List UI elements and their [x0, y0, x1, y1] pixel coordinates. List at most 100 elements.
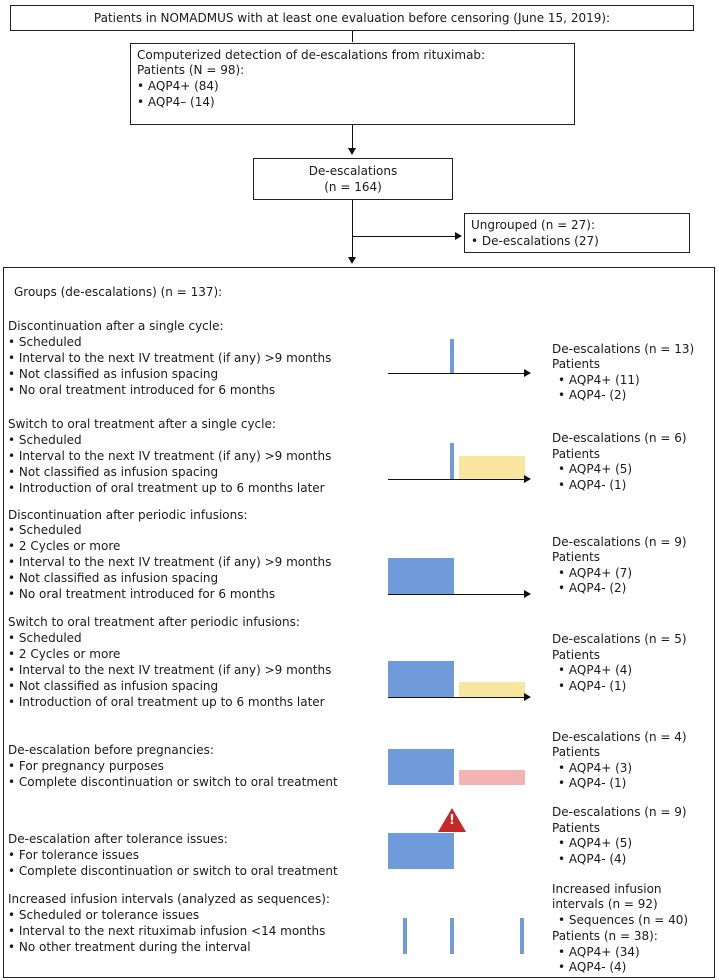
result-line: • AQP4+ (3): [558, 761, 633, 775]
group-bullet: • No oral treatment introduced for 6 mon…: [8, 383, 276, 397]
result-line: Patients: [552, 447, 601, 461]
group-bullet: • Interval to the next IV treatment (if …: [8, 351, 332, 365]
oral-treatment-bar: [459, 682, 525, 697]
group-heading: Increased infusion intervals (analyzed a…: [8, 892, 330, 906]
connector: [352, 31, 353, 42]
result-line: Patients: [552, 648, 601, 662]
group-bullet: • Introduction of oral treatment up to 6…: [8, 695, 325, 709]
group-bullet: • Scheduled or tolerance issues: [8, 908, 200, 922]
result-line: • AQP4+ (5): [558, 462, 633, 476]
infusion-bar: [450, 339, 454, 373]
group-bullet: • 2 Cycles or more: [8, 539, 121, 553]
arrowhead: [524, 369, 531, 377]
group-bullet: • Not classified as infusion spacing: [8, 571, 219, 585]
warning-triangle-icon: [438, 808, 466, 832]
group-heading: Switch to oral treatment after periodic …: [8, 615, 300, 629]
result-line: • AQP4+ (7): [558, 566, 633, 580]
result-line: • AQP4+ (5): [558, 836, 633, 850]
group-bullet: • Scheduled: [8, 433, 82, 447]
infusion-bar: [403, 918, 407, 954]
group-bullet: • Not classified as infusion spacing: [8, 679, 219, 693]
group-bullet: • Scheduled: [8, 523, 82, 537]
result-line: • Sequences (n = 40): [558, 913, 689, 927]
periodic-infusion-block: [388, 749, 454, 785]
result-line: Patients: [552, 357, 601, 371]
group-bullet: • For pregnancy purposes: [8, 759, 164, 773]
groups-box: Groups (de-escalations) (n = 137): Disco…: [3, 267, 715, 978]
arrowhead: [524, 693, 531, 701]
result-line: De-escalations (n = 9): [552, 535, 687, 549]
branch-line: [352, 236, 457, 237]
detection-patients: Patients (N = 98):: [137, 63, 245, 77]
ungrouped-item: • De-escalations (27): [471, 234, 599, 248]
result-line: • AQP4+ (4): [558, 663, 633, 677]
timeline-axis: [388, 594, 525, 595]
result-line: • AQP4- (4): [558, 960, 627, 974]
timeline-axis: [388, 697, 525, 698]
timeline-axis: [388, 479, 525, 480]
group-heading: De-escalation after tolerance issues:: [8, 832, 228, 846]
groups-title: Groups (de-escalations) (n = 137):: [14, 285, 223, 299]
group-bullet: • No other treatment during the interval: [8, 940, 251, 954]
group-bullet: • Not classified as infusion spacing: [8, 465, 219, 479]
result-line: De-escalations (n = 4): [552, 730, 687, 744]
result-line: • AQP4- (4): [558, 852, 627, 866]
result-line: Patients: [552, 821, 601, 835]
infusion-bar: [450, 443, 454, 479]
result-line: • AQP4+ (34): [558, 945, 640, 959]
group-heading: Discontinuation after a single cycle:: [8, 319, 224, 333]
group-bullet: • 2 Cycles or more: [8, 647, 121, 661]
group-heading: Discontinuation after periodic infusions…: [8, 508, 248, 522]
pregnancy-bar: [459, 770, 525, 785]
group-bullet: • Introduction of oral treatment up to 6…: [8, 481, 325, 495]
connector: [352, 200, 353, 258]
arrowhead: [524, 590, 531, 598]
arrowhead: [524, 475, 531, 483]
result-line: Patients: [552, 550, 601, 564]
infusion-bar: [450, 918, 454, 954]
group-bullet: • Interval to the next IV treatment (if …: [8, 449, 332, 463]
group-bullet: • Interval to the next IV treatment (if …: [8, 555, 332, 569]
result-line: • AQP4+ (11): [558, 373, 640, 387]
result-line: Increased infusion: [552, 882, 662, 896]
infusion-bar: [520, 918, 524, 954]
result-line: intervals (n = 92): [552, 897, 658, 911]
group-heading: Switch to oral treatment after a single …: [8, 417, 276, 431]
group-bullet: • Complete discontinuation or switch to …: [8, 864, 338, 878]
top-box-text: Patients in NOMADMUS with at least one e…: [93, 11, 611, 25]
group-bullet: • Interval to the next IV treatment (if …: [8, 663, 332, 677]
arrowhead: [348, 148, 356, 155]
detection-title: Computerized detection of de-escalations…: [137, 48, 486, 62]
group-bullet: • Scheduled: [8, 631, 82, 645]
detection-box: Computerized detection of de-escalations…: [130, 43, 575, 125]
connector: [352, 125, 353, 150]
deescalations-title: De-escalations: [308, 164, 398, 178]
periodic-infusion-block: [388, 661, 454, 697]
result-line: De-escalations (n = 6): [552, 431, 687, 445]
periodic-infusion-block: [388, 833, 454, 869]
warning-exclamation: !: [449, 813, 455, 828]
arrowhead: [348, 257, 356, 264]
group-bullet: • Not classified as infusion spacing: [8, 367, 219, 381]
timeline-axis: [388, 373, 525, 374]
group-bullet: • Complete discontinuation or switch to …: [8, 775, 338, 789]
group-bullet: • Interval to the next rituximab infusio…: [8, 924, 326, 938]
group-bullet: • For tolerance issues: [8, 848, 139, 862]
deescalations-count: (n = 164): [324, 180, 382, 194]
result-line: Patients: [552, 745, 601, 759]
result-line: • AQP4- (1): [558, 478, 627, 492]
result-line: • AQP4- (1): [558, 776, 627, 790]
group-bullet: • No oral treatment introduced for 6 mon…: [8, 587, 276, 601]
group-bullet: • Scheduled: [8, 335, 82, 349]
top-box: Patients in NOMADMUS with at least one e…: [10, 5, 694, 31]
result-line: De-escalations (n = 9): [552, 805, 687, 819]
result-line: • AQP4- (1): [558, 679, 627, 693]
ungrouped-title: Ungrouped (n = 27):: [471, 218, 596, 232]
result-line: • AQP4- (2): [558, 388, 627, 402]
deescalations-box: De-escalations (n = 164): [253, 158, 453, 200]
oral-treatment-bar: [459, 456, 525, 479]
result-line: De-escalations (n = 13): [552, 342, 695, 356]
arrowhead: [455, 232, 462, 240]
detection-aqp4-neg: • AQP4– (14): [137, 95, 215, 109]
periodic-infusion-block: [388, 558, 454, 594]
